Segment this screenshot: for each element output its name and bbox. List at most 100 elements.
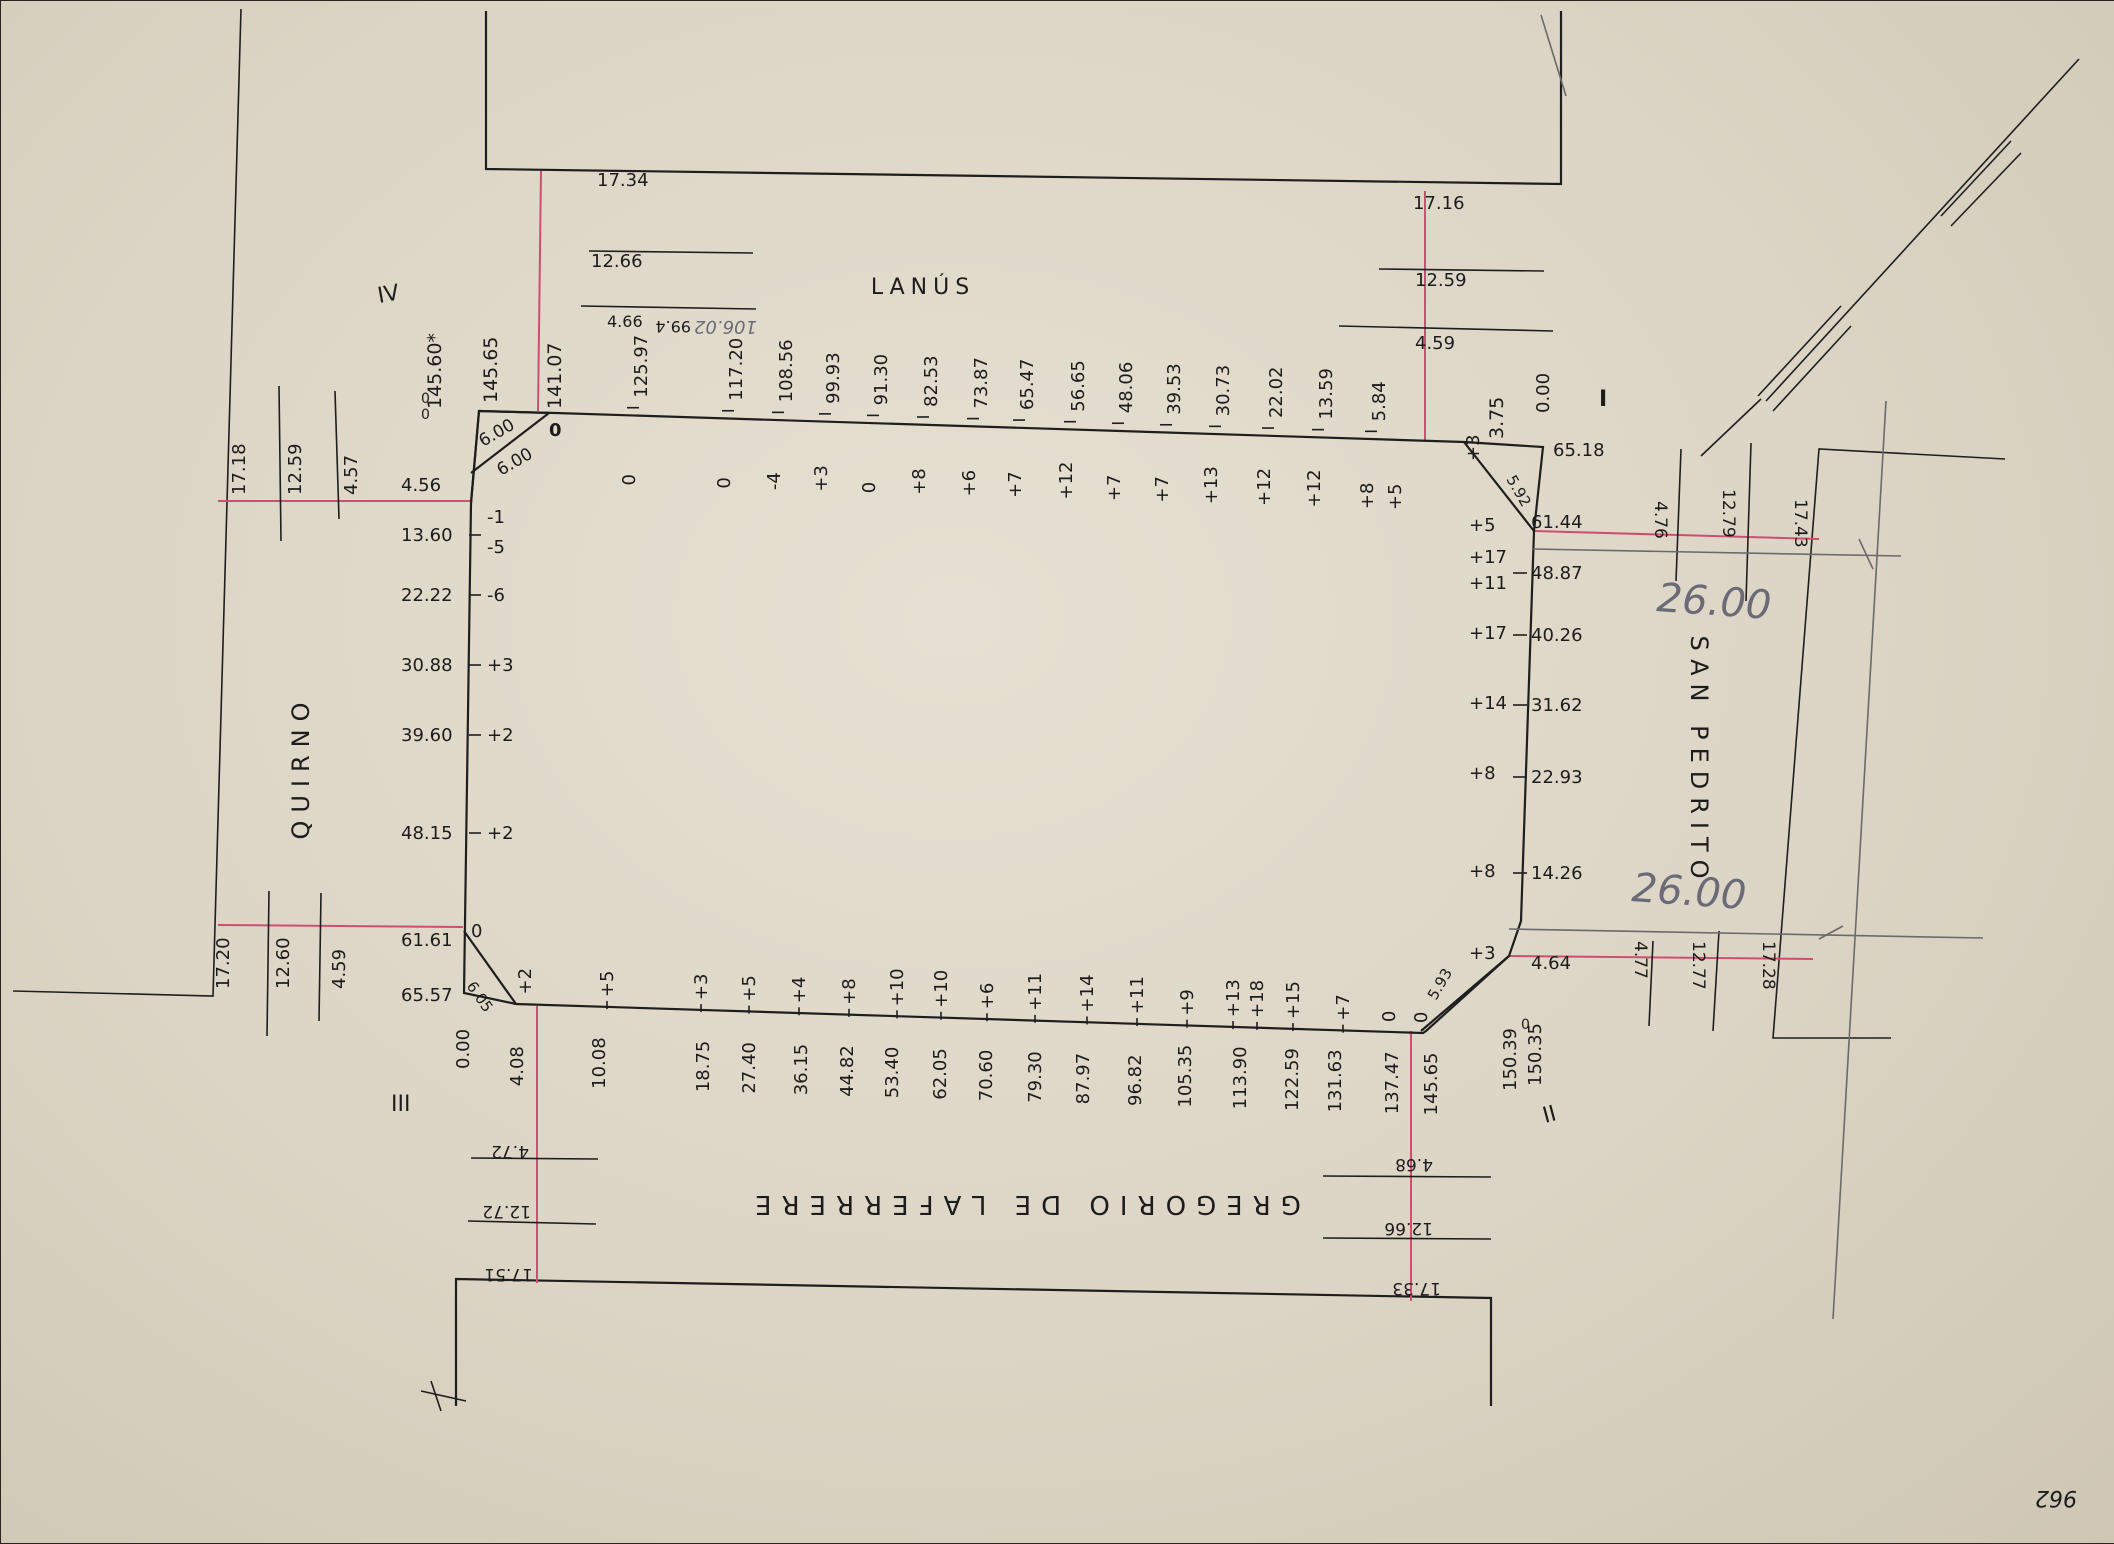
south-station-value: 87.97 xyxy=(1073,1053,1094,1105)
south-station-value: 44.82 xyxy=(837,1045,858,1097)
chamfer-se-value: 5.93 xyxy=(1424,965,1456,1003)
south-level-value: 0 xyxy=(1379,1011,1400,1022)
east-level-value: +8 xyxy=(1469,861,1496,882)
street-name-north: LANÚS xyxy=(871,274,975,300)
east-station-value: 31.62 xyxy=(1531,695,1583,716)
offset-north-left-2: 4.66 xyxy=(607,312,643,331)
north-station-value: 125.97 xyxy=(631,335,652,398)
north-level-value: -4 xyxy=(764,472,785,490)
north-level-value: +7 xyxy=(1005,471,1026,498)
west-corner-nw-o: 0 xyxy=(549,420,562,441)
south-level-value: +3 xyxy=(691,974,712,1001)
pencil-note-east-top: 26.00 xyxy=(1655,575,1772,629)
north-level-value: +12 xyxy=(1056,462,1077,500)
south-station-value: 113.90 xyxy=(1230,1046,1251,1109)
south-level-value: 0 xyxy=(1411,1012,1432,1023)
west-station-value: 61.61 xyxy=(401,930,453,951)
north-station-value: 117.20 xyxy=(726,338,747,401)
north-level-ne: +3 xyxy=(1463,434,1484,461)
south-level-value: +10 xyxy=(931,970,952,1008)
corner-label-iv: IV xyxy=(376,281,402,309)
chamfer-sw-value: 6.05 xyxy=(463,978,497,1016)
street-name-east: SAN PEDRITO xyxy=(1685,635,1713,886)
east-level-value: +8 xyxy=(1469,763,1496,784)
red-line-west-bottom xyxy=(217,924,464,928)
west-station-value: 39.60 xyxy=(401,725,453,746)
sheet-number: 962 xyxy=(2035,1485,2077,1510)
west-station-value: 65.57 xyxy=(401,985,453,1006)
north-station-value: 56.65 xyxy=(1068,360,1089,412)
south-station-value: 36.15 xyxy=(791,1044,812,1096)
south-station-value: 137.47 xyxy=(1382,1051,1403,1114)
south-corner-se-b: 150.35 xyxy=(1525,1023,1546,1086)
offset-south-left-0: 4.72 xyxy=(491,1141,529,1161)
west-level-value: +3 xyxy=(487,655,514,676)
south-station-value: 70.60 xyxy=(976,1050,997,1102)
south-level-value: +5 xyxy=(739,975,760,1002)
west-station-value: 48.15 xyxy=(401,823,453,844)
north-corner-nw-value: 141.07 xyxy=(544,343,566,409)
south-station-value: 122.59 xyxy=(1282,1048,1303,1111)
chamfer-ne-value: 5.92 xyxy=(1503,472,1535,510)
south-corner-sw-value: 0.00 xyxy=(453,1029,474,1069)
red-line-east-top xyxy=(1533,530,1820,540)
west-level-value: 0 xyxy=(471,921,482,942)
corner-label-i: I xyxy=(1599,387,1607,412)
north-level-value: +6 xyxy=(959,470,980,497)
west-level-value: -5 xyxy=(487,537,505,558)
south-station-value: 53.40 xyxy=(882,1047,903,1099)
east-station-value: 4.64 xyxy=(1531,953,1571,974)
pencil-corner-mark xyxy=(420,1380,467,1412)
offset-east-bottom-0: 4.77 xyxy=(1630,941,1650,979)
street-name-west: QUIRNO xyxy=(287,694,315,839)
red-reference-lines xyxy=(217,170,1820,1301)
north-level-value: 0 xyxy=(714,477,735,488)
east-station-value: 22.93 xyxy=(1531,767,1583,788)
south-station-value: 96.82 xyxy=(1125,1054,1146,1106)
south-level-value: +18 xyxy=(1247,980,1268,1018)
offset-south-right-2: 17.33 xyxy=(1392,1278,1441,1298)
west-corner-nw-a: 145.60* xyxy=(424,333,446,409)
east-corner-ne-zero: 0.00 xyxy=(1533,373,1554,413)
south-level-value: +7 xyxy=(1333,994,1354,1021)
west-level-value: +2 xyxy=(487,725,514,746)
offset-north-left-pencil: 106.02 xyxy=(694,316,757,337)
west-station-value: 22.22 xyxy=(401,585,453,606)
east-level-value: +5 xyxy=(1469,515,1496,536)
north-station-value: 91.30 xyxy=(871,354,892,406)
north-level-value: +5 xyxy=(1385,483,1406,510)
offset-cross-lines xyxy=(266,250,1752,1240)
south-level-value: +15 xyxy=(1283,981,1304,1019)
pencil-note-east-bottom: 26.00 xyxy=(1630,865,1747,919)
north-station-value: 30.73 xyxy=(1213,365,1234,417)
corner-label-iii: III xyxy=(391,1092,410,1117)
south-level-value: +5 xyxy=(597,971,618,998)
east-station-value: 61.44 xyxy=(1531,512,1583,533)
offset-west-bottom-0: 17.20 xyxy=(213,937,234,989)
north-level-value: +13 xyxy=(1201,466,1222,504)
chamfer-nw-value-a: 6.00 xyxy=(476,415,519,451)
south-level-values: +2+5+3+5+4+8+10+10+6+11+14+11+9+13+18+15… xyxy=(515,968,1432,1023)
north-station-value: 65.47 xyxy=(1017,359,1038,411)
south-station-value: 27.40 xyxy=(739,1042,760,1094)
west-station-value: 30.88 xyxy=(401,655,453,676)
block-corner-cuts xyxy=(463,409,1535,1032)
east-block-boundary xyxy=(1772,448,2006,1039)
south-level-value: +13 xyxy=(1223,979,1244,1017)
south-level-value: +9 xyxy=(1177,989,1198,1016)
offset-west-bottom-2: 4.59 xyxy=(329,949,350,989)
east-level-value: +17 xyxy=(1469,623,1507,644)
station-ticks xyxy=(469,406,1527,1033)
offset-north-right-2: 4.59 xyxy=(1415,333,1455,354)
south-corner-se-a: 150.39 xyxy=(1500,1028,1521,1091)
north-level-value: +8 xyxy=(1357,483,1378,510)
south-level-value: +8 xyxy=(839,978,860,1005)
east-level-value: +3 xyxy=(1469,943,1496,964)
south-station-value: 131.63 xyxy=(1325,1049,1346,1112)
west-corner-nw-zero: 0 xyxy=(421,407,430,423)
south-level-value: +14 xyxy=(1077,974,1098,1012)
south-station-value: 18.75 xyxy=(693,1041,714,1093)
